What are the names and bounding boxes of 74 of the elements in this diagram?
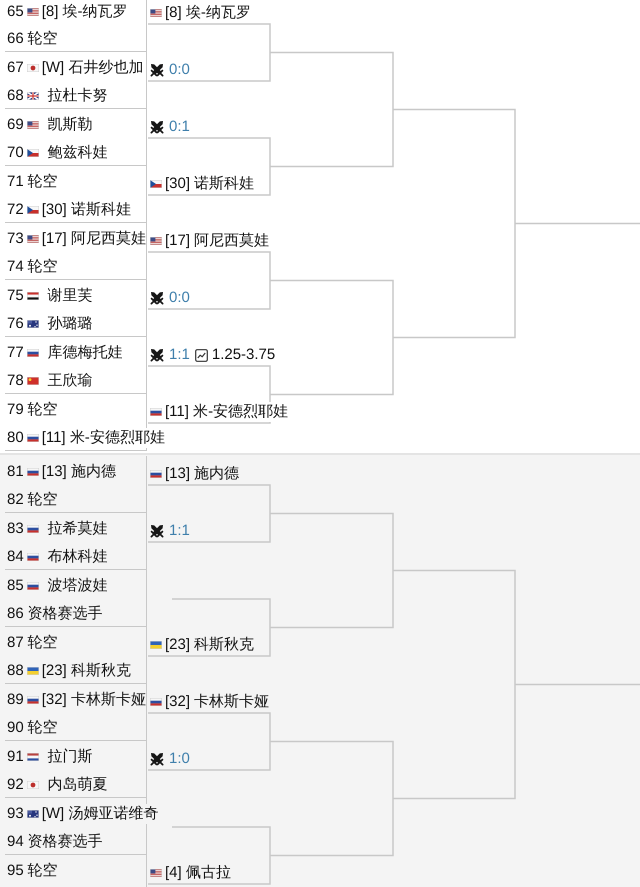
draw-number: 76: [6, 314, 25, 334]
bracket-line: [148, 23, 271, 82]
draw-number: 90: [6, 718, 25, 738]
draw-pair-cell: [5, 337, 147, 394]
draw-number: 95: [6, 861, 25, 881]
draw-number: 69: [6, 115, 25, 135]
bracket-line: [148, 712, 271, 771]
player-name: [8] 埃-纳瓦罗: [42, 2, 128, 22]
draw-number: 65: [6, 2, 25, 22]
draw-number: 66: [6, 28, 25, 48]
player-name: [W] 石井纱也加: [42, 58, 144, 78]
bracket-line: [148, 365, 271, 424]
draw-number: 72: [6, 200, 25, 220]
player-name: [32] 卡林斯卡娅: [42, 690, 146, 710]
draw-number: 79: [6, 400, 25, 420]
draw-number: 88: [6, 660, 25, 680]
player-name: 鲍兹科娃: [48, 142, 108, 162]
draw-number: 86: [6, 604, 25, 624]
draw-pair-cell: [5, 627, 147, 684]
draw-number: 94: [6, 832, 25, 852]
draw-number: 93: [6, 804, 25, 824]
player-name: [8] 埃-纳瓦罗: [165, 3, 251, 23]
player-name: 资格赛选手: [28, 832, 103, 852]
draw-number: 75: [6, 286, 25, 306]
draw-number: 85: [6, 576, 25, 596]
draw-pair-cell: [5, 166, 147, 223]
bracket-line: [148, 251, 271, 310]
draw-number: 78: [6, 370, 25, 390]
draw-number: 70: [6, 142, 25, 162]
draw-pair-cell: [5, 109, 147, 166]
draw-number: 84: [6, 546, 25, 566]
draw-pair-cell: [5, 52, 147, 109]
draw-pair-cell: [5, 741, 147, 798]
bracket-line: [148, 598, 271, 657]
player-name: [11] 米-安德烈耶娃: [165, 402, 288, 422]
player-name: [13] 施内德: [42, 462, 116, 482]
draw-pair-cell: [5, 684, 147, 741]
player-name: [32] 卡林斯卡娅: [165, 692, 270, 712]
draw-number: 91: [6, 747, 25, 767]
draw-number: 74: [6, 256, 25, 276]
draw-pair-cell: [5, 513, 147, 570]
player-name: [30] 诺斯科娃: [42, 200, 131, 220]
player-name: 布林科娃: [48, 546, 108, 566]
draw-pair-cell: [5, 0, 147, 52]
player-name: [30] 诺斯科娃: [165, 174, 254, 194]
bracket-line: [148, 137, 271, 196]
draw-number: 77: [6, 343, 25, 363]
draw-pair-cell: [5, 855, 147, 887]
player-name: [17] 阿尼西莫娃: [165, 231, 270, 251]
draw-number: 80: [6, 428, 25, 448]
draw-pair-cell: [5, 456, 147, 513]
draw-number: 87: [6, 633, 25, 653]
draw-number: 81: [6, 462, 25, 482]
player-name: [17] 阿尼西莫娃: [42, 229, 146, 249]
draw-number: 82: [6, 490, 25, 510]
player-name: 资格赛选手: [28, 604, 103, 624]
player-name: [23] 科斯秋克: [165, 635, 254, 655]
draw-number: 73: [6, 229, 25, 249]
bracket-line: [148, 826, 271, 885]
draw-number: 83: [6, 519, 25, 539]
player-name: [13] 施内德: [165, 464, 240, 484]
player-name: [11] 米-安德烈耶娃: [42, 428, 165, 448]
draw-pair-cell: [5, 280, 147, 337]
player-name: [W] 汤姆亚诺维奇: [42, 804, 158, 824]
draw-pair-cell: [5, 223, 147, 280]
draw-number: 89: [6, 690, 25, 710]
draw-number: 71: [6, 172, 25, 192]
draw-number: 92: [6, 774, 25, 794]
player-name: [4] 佩古拉: [165, 863, 231, 883]
draw-number: 68: [6, 86, 25, 106]
bracket-line: [148, 484, 271, 543]
player-name: [23] 科斯秋克: [42, 660, 131, 680]
draw-pair-cell: [5, 570, 147, 627]
draw-number: 67: [6, 58, 25, 78]
